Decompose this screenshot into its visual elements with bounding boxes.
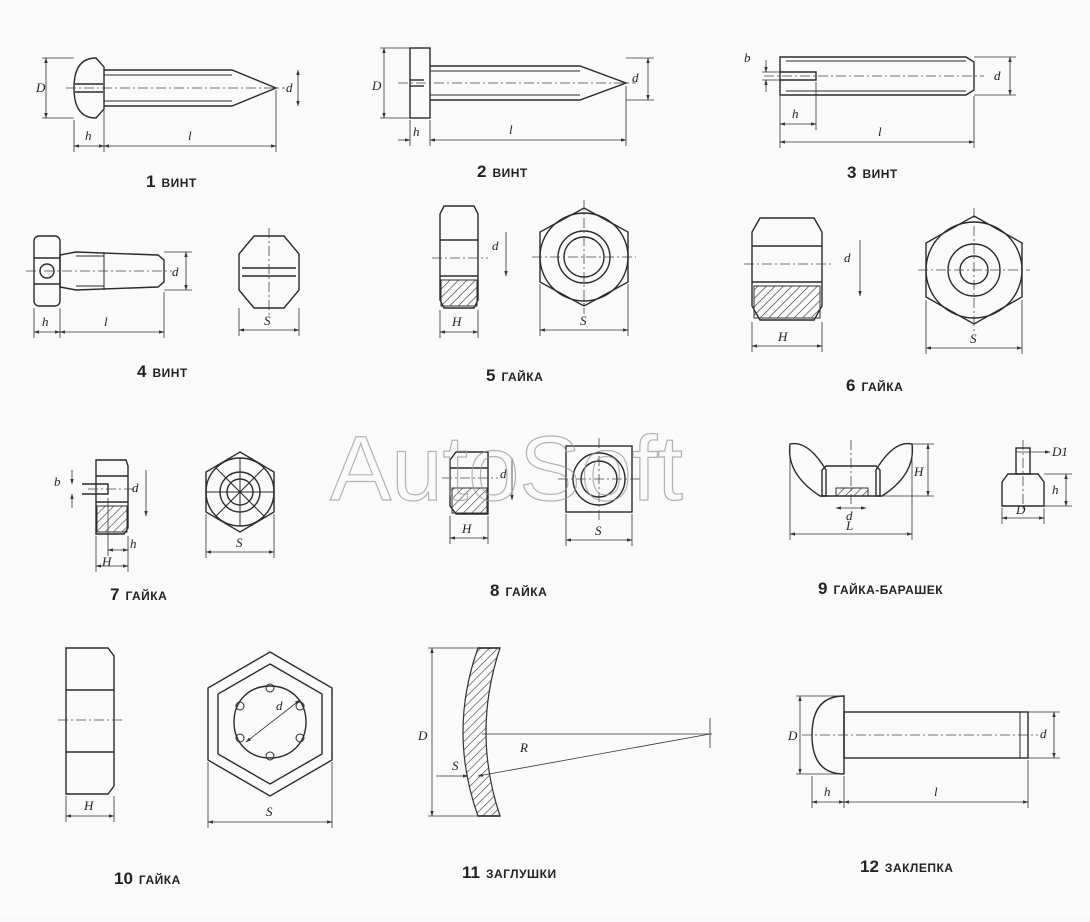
dim-D-label: D xyxy=(35,80,46,95)
dim-d-label: d xyxy=(276,698,283,713)
dim-R-label: R xyxy=(519,740,528,755)
dim-h-label: h xyxy=(130,536,137,551)
dim-H-label: H xyxy=(83,798,94,813)
dim-d-label: d xyxy=(632,70,639,85)
dim-S-label: S xyxy=(452,758,459,773)
dim-S-label: S xyxy=(970,331,977,346)
dim-l-label: l xyxy=(104,314,108,329)
dim-L-label: L xyxy=(845,518,853,533)
dim-S-label: S xyxy=(595,523,602,538)
dim-d-label: d xyxy=(172,264,179,279)
dim-d-label: d xyxy=(132,480,139,495)
dim-b-label: b xyxy=(54,474,61,489)
dim-l-label: l xyxy=(188,128,192,143)
dim-h-label: h xyxy=(42,314,49,329)
dim-S-label: S xyxy=(264,313,271,328)
watermark: AutoSoft xyxy=(330,418,683,520)
dim-h-label: h xyxy=(824,784,831,799)
dim-d-label: d xyxy=(500,466,507,481)
dim-d-label: d xyxy=(994,68,1001,83)
dim-D-label: D xyxy=(417,728,428,743)
dim-d-label: d xyxy=(844,250,851,265)
dim-H-label: H xyxy=(451,314,462,329)
dim-d-label: d xyxy=(492,238,499,253)
dim-l-label: l xyxy=(878,124,882,139)
dim-h-label: h xyxy=(1052,482,1059,497)
dim-l-label: l xyxy=(934,784,938,799)
dim-d-label: d xyxy=(846,508,853,523)
dim-D1-label: D1 xyxy=(1051,444,1068,459)
dim-D-label: D xyxy=(1015,502,1026,517)
dim-b-label: b xyxy=(744,50,751,65)
dim-l-label: l xyxy=(509,122,513,137)
dim-H-label: H xyxy=(913,464,924,479)
dim-h-label: h xyxy=(413,124,420,139)
dim-h-label: h xyxy=(85,128,92,143)
dim-D-label: D xyxy=(371,78,382,93)
dim-S-label: S xyxy=(266,804,273,819)
dim-S-label: S xyxy=(236,535,243,550)
dim-D-label: D xyxy=(787,728,798,743)
dim-H-label: H xyxy=(101,554,112,569)
dim-h-label: h xyxy=(792,106,799,121)
dim-H-label: H xyxy=(777,329,788,344)
dim-d-label: d xyxy=(1040,726,1047,741)
dim-d-label: d xyxy=(286,80,293,95)
dim-H-label: H xyxy=(461,521,472,536)
dim-S-label: S xyxy=(580,313,587,328)
